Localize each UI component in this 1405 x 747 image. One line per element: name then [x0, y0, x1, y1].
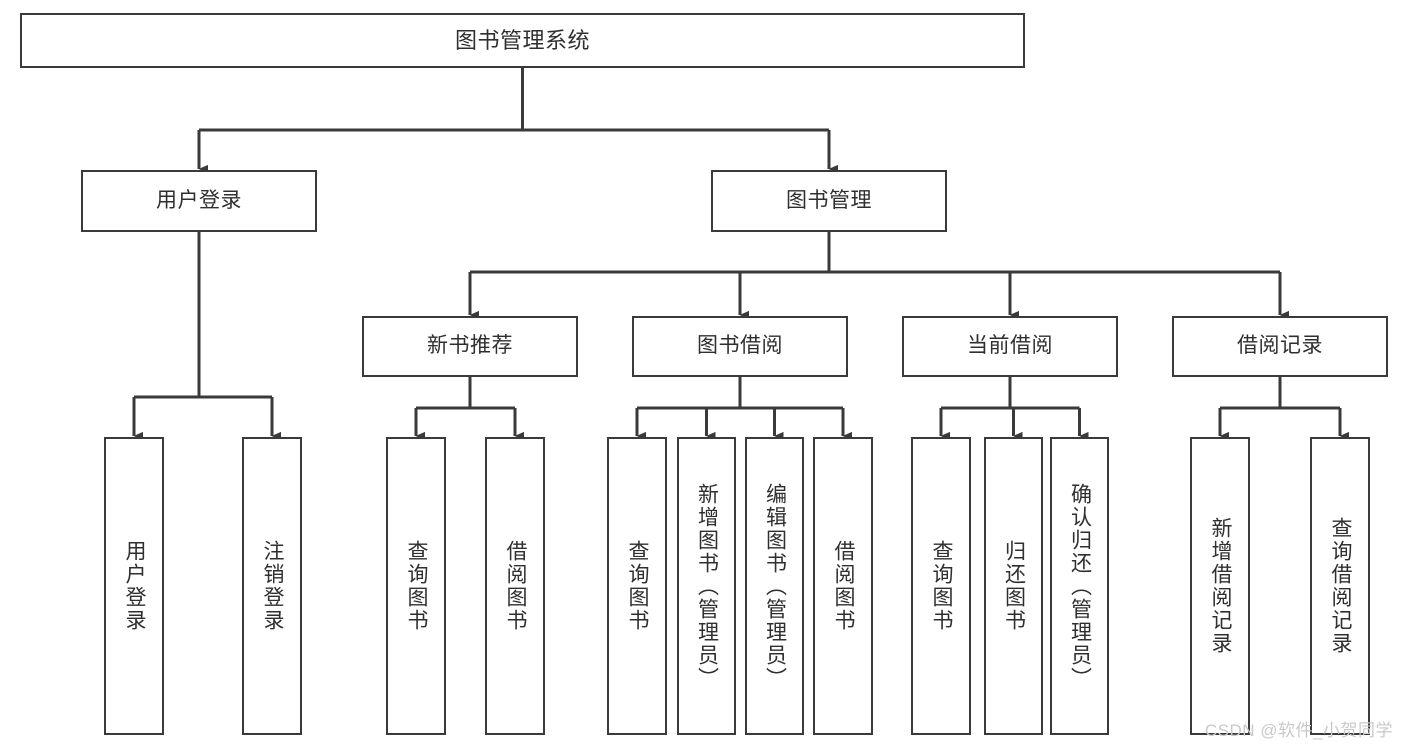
- leaf-query-book-recommendation[interactable]: 查询图书: [386, 437, 446, 735]
- watermark-text: CSDN @软件_小贺同学: [1204, 721, 1393, 740]
- leaf-query-book-current[interactable]: 查询图书: [911, 437, 971, 735]
- node-label: 新增借阅记录: [1209, 517, 1233, 655]
- connector-lines: [132, 68, 1350, 441]
- node-user-login[interactable]: 用户登录: [81, 170, 317, 232]
- node-current-borrowing[interactable]: 当前借阅: [902, 316, 1118, 377]
- leaf-borrow-book[interactable]: 借阅图书: [813, 437, 873, 735]
- node-label: 编辑图书（管理员）: [763, 482, 787, 690]
- node-label: 归还图书: [1002, 540, 1026, 632]
- node-root-book-management-system[interactable]: 图书管理系统: [20, 13, 1025, 68]
- node-label: 注销登录: [261, 540, 285, 632]
- leaf-edit-book-admin[interactable]: 编辑图书（管理员）: [745, 437, 804, 735]
- leaf-query-book-borrowing[interactable]: 查询图书: [607, 437, 667, 735]
- node-label: 查询图书: [626, 540, 650, 632]
- leaf-add-book-admin[interactable]: 新增图书（管理员）: [677, 437, 736, 735]
- node-label: 当前借阅: [967, 334, 1053, 358]
- node-label: 确认归还（管理员）: [1068, 482, 1092, 690]
- node-label: 图书借阅: [697, 334, 783, 358]
- node-borrowing-records[interactable]: 借阅记录: [1172, 316, 1388, 377]
- leaf-user-login[interactable]: 用户登录: [104, 437, 164, 735]
- node-label: 图书管理: [786, 188, 872, 212]
- leaf-query-borrow-record[interactable]: 查询借阅记录: [1310, 437, 1370, 735]
- node-label: 查询借阅记录: [1329, 517, 1353, 655]
- leaf-logout[interactable]: 注销登录: [242, 437, 302, 735]
- leaf-return-book[interactable]: 归还图书: [984, 437, 1043, 735]
- node-label: 查询图书: [930, 540, 954, 632]
- node-book-management[interactable]: 图书管理: [711, 170, 947, 232]
- node-book-borrowing[interactable]: 图书借阅: [632, 316, 848, 377]
- node-label: 借阅图书: [504, 540, 528, 632]
- node-label: 用户登录: [123, 540, 147, 632]
- node-label: 查询图书: [405, 540, 429, 632]
- node-label: 借阅图书: [832, 540, 856, 632]
- node-new-book-recommendation[interactable]: 新书推荐: [362, 316, 578, 377]
- node-label: 新书推荐: [427, 334, 513, 358]
- node-label: 新增图书（管理员）: [695, 482, 719, 690]
- leaf-confirm-return-admin[interactable]: 确认归还（管理员）: [1050, 437, 1109, 735]
- node-label: 图书管理系统: [454, 27, 590, 53]
- node-label: 用户登录: [156, 188, 242, 212]
- node-label: 借阅记录: [1237, 334, 1323, 358]
- leaf-add-borrow-record[interactable]: 新增借阅记录: [1190, 437, 1250, 735]
- leaf-borrow-book-recommendation[interactable]: 借阅图书: [485, 437, 545, 735]
